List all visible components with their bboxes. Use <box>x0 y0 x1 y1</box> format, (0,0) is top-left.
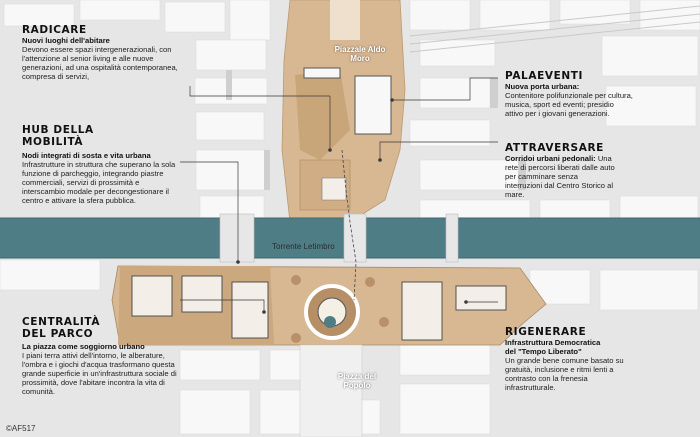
attraversare-body: Una rete di percorsi liberati dalle auto… <box>505 154 615 199</box>
palaeventi-body: Contenitore polifunzionale per cultura, … <box>505 91 633 118</box>
annotation-radicare: RADICARE Nuovi luoghi dell'abitare Devon… <box>22 24 190 81</box>
pedestrian-route <box>341 149 357 301</box>
hub-title-line2: MOBILITÀ <box>22 136 84 148</box>
annotation-attraversare: ATTRAVERSARE Corridoi urbani pedonali: U… <box>505 142 617 199</box>
label-piazzale-aldo-moro: Piazzale Aldo Moro <box>334 45 386 63</box>
bridges <box>219 213 459 263</box>
south-park-site <box>111 265 547 437</box>
label-piazza-del-popolo: Piazza del Popolo <box>337 372 377 390</box>
leader-lines <box>180 77 498 312</box>
centralita-title-line1: CENTRALITÀ <box>22 316 101 328</box>
attraversare-title: ATTRAVERSARE <box>505 142 604 154</box>
building-shadows <box>226 70 526 190</box>
radicare-subtitle: Nuovi luoghi dell'abitare <box>22 36 110 45</box>
rigenerare-title: RIGENERARE <box>505 326 587 338</box>
radicare-title: RADICARE <box>22 24 87 36</box>
leader-dots <box>236 98 468 314</box>
centralita-title-line2: DEL PARCO <box>22 328 94 340</box>
north-site <box>281 0 406 223</box>
attraversare-subtitle: Corridoi urbani pedonali: <box>505 154 596 163</box>
palaeventi-building <box>354 75 392 135</box>
annotation-rigenerare: RIGENERARE Infrastruttura Democratica de… <box>505 326 627 392</box>
hub-title-line1: HUB DELLA <box>22 124 94 136</box>
hub-body: Infrastrutture in struttura che superano… <box>22 160 176 205</box>
radicare-body: Devono essere spazi intergenerazionali, … <box>22 45 178 81</box>
rigenerare-body: Un grande bene comune basato su gratuità… <box>505 356 624 392</box>
annotation-hub: HUB DELLA MOBILITÀ Nodi integrati di sos… <box>22 124 184 205</box>
credit: ©AF517 <box>6 424 36 433</box>
palaeventi-title: PALAEVENTI <box>505 70 584 82</box>
annotation-centralita: CENTRALITÀ DEL PARCO La piazza come sogg… <box>22 316 182 396</box>
palaeventi-subtitle: Nuova porta urbana: <box>505 82 580 91</box>
annotation-palaeventi: PALAEVENTI Nuova porta urbana: Contenito… <box>505 70 633 118</box>
centralita-subtitle: La piazza come soggiorno urbano <box>22 342 145 351</box>
label-torrente-letimbro: Torrente Letimbro <box>272 242 335 251</box>
railway-tracks <box>409 5 700 53</box>
rigenerare-subtitle-line2: del "Tempo Liberato" <box>505 347 582 356</box>
rigenerare-subtitle-line1: Infrastruttura Democratica <box>505 338 601 347</box>
centralita-body: I piani terra attivi dell'intorno, le al… <box>22 351 177 396</box>
hub-subtitle: Nodi integrati di sosta e vita urbana <box>22 151 151 160</box>
